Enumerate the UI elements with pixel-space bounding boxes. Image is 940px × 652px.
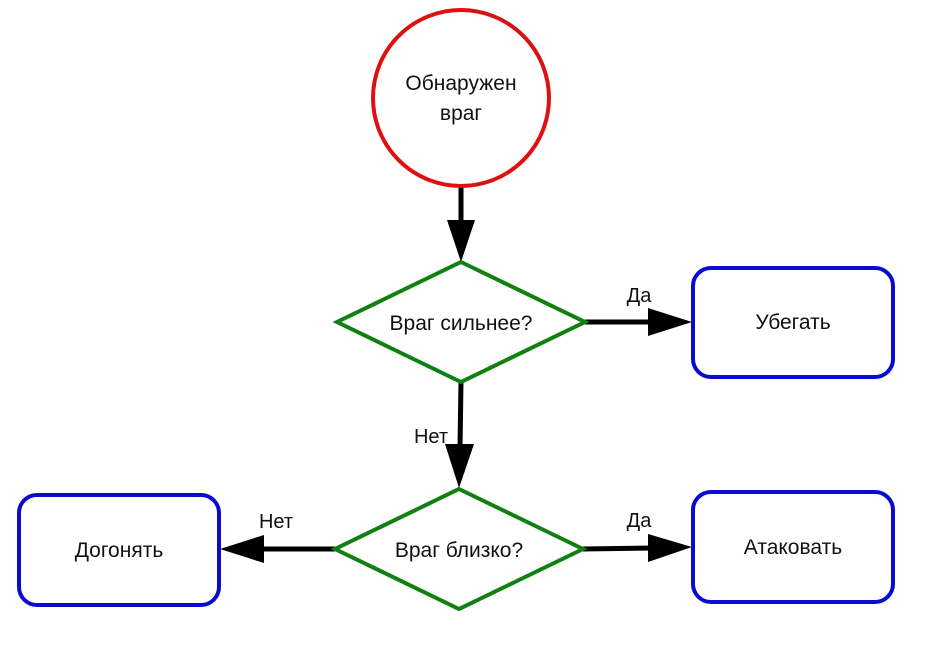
node-start[interactable]: Обнаружен враг [371, 8, 551, 188]
action-box [17, 493, 221, 607]
arrowhead-icon [447, 220, 475, 262]
decision-stronger-label: Враг сильнее? [390, 312, 533, 335]
edge-stronger-to-flee: Да [585, 285, 692, 336]
edge-line [457, 381, 464, 449]
arrowhead-icon [648, 534, 692, 562]
node-attack[interactable]: Атаковать [691, 490, 895, 604]
action-box [691, 266, 895, 379]
arrowhead-icon [445, 444, 474, 488]
decision-close-label: Враг близко? [395, 539, 523, 562]
edge-label-no: Нет [259, 511, 293, 533]
flee-label: Убегать [755, 311, 830, 334]
edge-close-to-attack: Да [582, 510, 692, 562]
chase-label: Догонять [75, 539, 164, 562]
edge-close-to-chase: Нет [220, 511, 335, 563]
arrowhead-icon [220, 535, 264, 563]
edge-label-no: Нет [414, 426, 448, 448]
edge-line [582, 545, 653, 552]
edge-label-yes: Да [627, 285, 653, 307]
attack-label: Атаковать [744, 536, 842, 559]
edge-start-to-stronger [447, 180, 475, 262]
arrowhead-icon [648, 308, 692, 336]
edge-label-yes: Да [627, 510, 653, 532]
start-circle [371, 8, 551, 188]
decision-diamond [332, 259, 590, 385]
node-decision-stronger[interactable]: Враг сильнее? [332, 259, 590, 385]
node-decision-close[interactable]: Враг близко? [330, 486, 588, 612]
start-label-line-2: враг [440, 102, 483, 125]
node-chase[interactable]: Догонять [17, 493, 221, 607]
action-box [691, 490, 895, 604]
decision-diamond [330, 486, 588, 612]
node-flee[interactable]: Убегать [691, 266, 895, 379]
start-label-line-1: Обнаружен [405, 72, 516, 95]
edge-stronger-to-close: Нет [414, 381, 474, 488]
